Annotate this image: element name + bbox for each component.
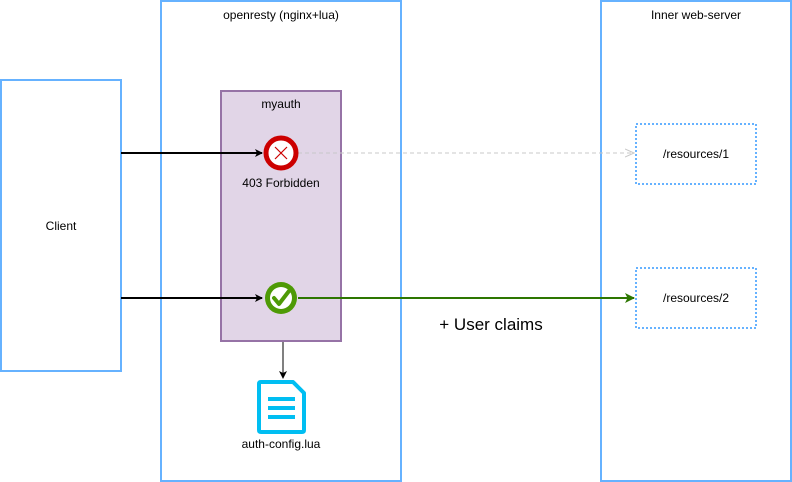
openresty-title: openresty (nginx+lua) (223, 8, 339, 22)
inner-server-container (600, 0, 792, 482)
deny-label: 403 Forbidden (242, 176, 320, 190)
resource-1-label: /resources/1 (662, 147, 730, 161)
check-circle-icon (265, 282, 297, 314)
user-claims-label: + User claims (439, 315, 543, 334)
resource-box-2 (635, 267, 757, 329)
myauth-title: myauth (261, 97, 301, 111)
client-label: Client (45, 219, 77, 233)
inner-server-title: Inner web-server (650, 8, 742, 22)
openresty-container (160, 0, 402, 482)
document-icon (257, 380, 306, 434)
resource-2-label: /resources/2 (662, 291, 730, 305)
client-box (0, 79, 122, 372)
config-file-label: auth-config.lua (241, 437, 321, 451)
resource-box-1 (635, 123, 757, 185)
x-circle-icon (263, 135, 299, 171)
